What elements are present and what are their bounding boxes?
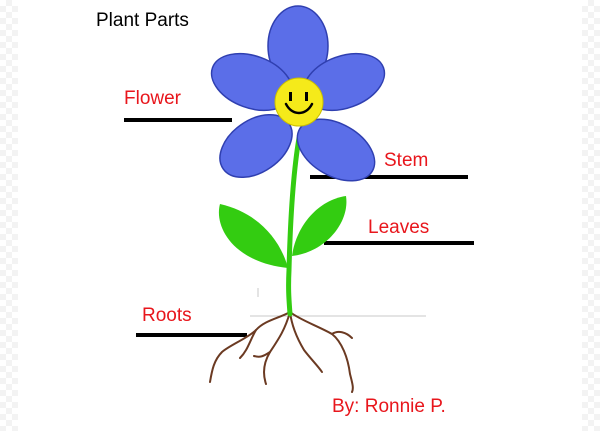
right-checker-border — [582, 0, 600, 431]
roots-leader-line — [136, 333, 247, 337]
leaves-label: Leaves — [368, 217, 430, 238]
left-checker-border — [0, 0, 18, 431]
roots-label: Roots — [142, 305, 192, 326]
smiley-face-icon — [274, 77, 324, 127]
flower-petals — [210, 5, 386, 182]
right-leaf — [292, 196, 347, 256]
diagram-title: Plant Parts — [96, 10, 189, 31]
flower-leader-line — [124, 118, 232, 122]
stem-leader-line — [310, 175, 468, 179]
leaves-leader-line — [324, 241, 474, 245]
flower-label: Flower — [124, 88, 182, 109]
stem — [286, 135, 302, 317]
author-credit: By: Ronnie P. — [332, 396, 446, 417]
roots — [209, 311, 354, 393]
stem-label: Stem — [384, 150, 429, 171]
left-leaf — [218, 204, 288, 268]
